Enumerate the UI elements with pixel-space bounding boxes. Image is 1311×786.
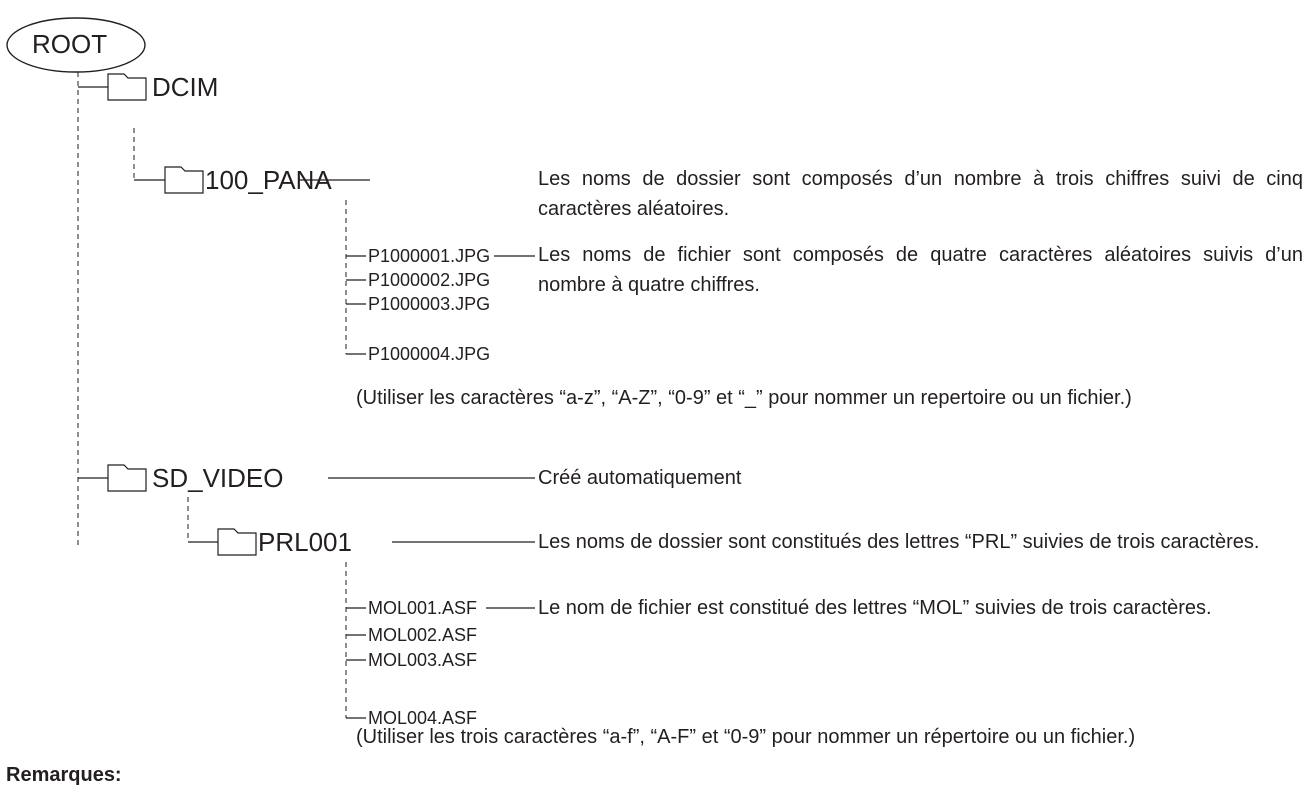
note-pana-folder: Les noms de dossier sont composés d’un n… bbox=[538, 168, 1303, 220]
folder-icon-100-pana bbox=[164, 166, 204, 194]
folder-icon-sd-video bbox=[107, 464, 147, 492]
note-prl-files: Le nom de fichier est constitué des lett… bbox=[538, 597, 1212, 619]
folder-100-pana: 100_PANA bbox=[205, 165, 332, 195]
remarks-heading: Remarques: bbox=[6, 764, 122, 786]
folder-prl001: PRL001 bbox=[258, 527, 352, 557]
file-jpg: P1000001.JPG bbox=[368, 246, 491, 266]
root-label: ROOT bbox=[32, 29, 108, 59]
note-prl-chars: (Utiliser les trois caractères “a-f”, “A… bbox=[356, 726, 1136, 748]
file-jpg: P1000002.JPG bbox=[368, 270, 491, 290]
file-asf: MOL002.ASF bbox=[368, 625, 478, 645]
folder-dcim: DCIM bbox=[152, 72, 219, 102]
folder-icon-dcim bbox=[107, 73, 147, 101]
folder-sd-video: SD_VIDEO bbox=[152, 463, 284, 493]
root-ellipse bbox=[6, 17, 146, 73]
note-sd-video: Créé automatiquement bbox=[538, 467, 742, 489]
note-pana-chars: (Utiliser les caractères “a-z”, “A-Z”, “… bbox=[356, 387, 1132, 409]
file-jpg: P1000003.JPG bbox=[368, 294, 491, 314]
folder-icon-prl001 bbox=[217, 528, 257, 556]
file-asf: MOL003.ASF bbox=[368, 650, 478, 670]
file-jpg: P1000004.JPG bbox=[368, 344, 491, 364]
file-asf: MOL004.ASF bbox=[368, 708, 478, 728]
note-pana-files: Les noms de fichier sont composés de qua… bbox=[538, 244, 1303, 296]
file-asf: MOL001.ASF bbox=[368, 598, 478, 618]
note-prl-folder: Les noms de dossier sont constitués des … bbox=[538, 531, 1260, 553]
